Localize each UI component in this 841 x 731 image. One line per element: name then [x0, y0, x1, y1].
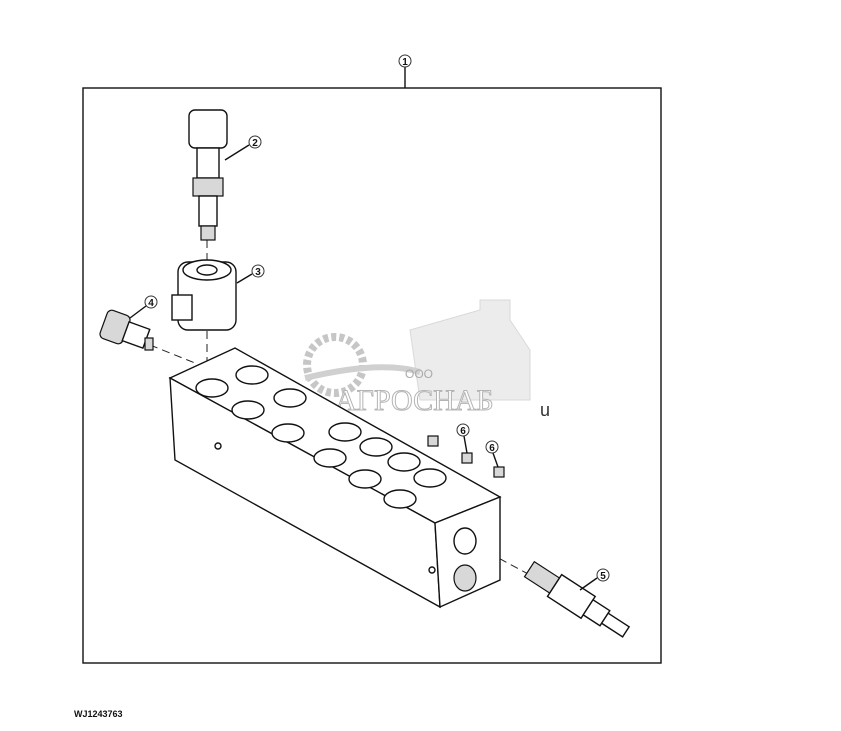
svg-text:2: 2 — [252, 138, 258, 149]
watermark-prefix: ООО — [405, 367, 433, 381]
svg-text:3: 3 — [255, 267, 261, 278]
watermark-logo: ООО АГРОСНАБ — [303, 299, 531, 418]
callout-6-secondary: 6 — [456, 423, 470, 454]
callout-1: 1 — [398, 54, 412, 88]
callout-4: 4 — [129, 295, 158, 319]
callout-5: 5 — [579, 568, 610, 591]
assembly-frame — [82, 87, 662, 664]
relief-valve — [523, 560, 631, 638]
callout-2: 2 — [224, 135, 262, 161]
plug-valve — [99, 309, 154, 351]
solenoid-coil — [171, 259, 237, 331]
watermark-suffix: u — [540, 400, 550, 420]
figure-id: WJ1243763 — [74, 709, 123, 719]
svg-text:6: 6 — [489, 443, 495, 454]
solenoid-valve-cartridge — [188, 109, 228, 241]
callout-6: 6 — [485, 440, 499, 468]
svg-text:6: 6 — [460, 426, 466, 437]
svg-text:1: 1 — [402, 57, 408, 68]
callout-3: 3 — [236, 264, 265, 284]
watermark-name: АГРОСНАБ — [335, 384, 494, 417]
svg-text:5: 5 — [600, 571, 606, 582]
valve-manifold-block — [168, 347, 502, 609]
svg-text:4: 4 — [148, 298, 154, 309]
